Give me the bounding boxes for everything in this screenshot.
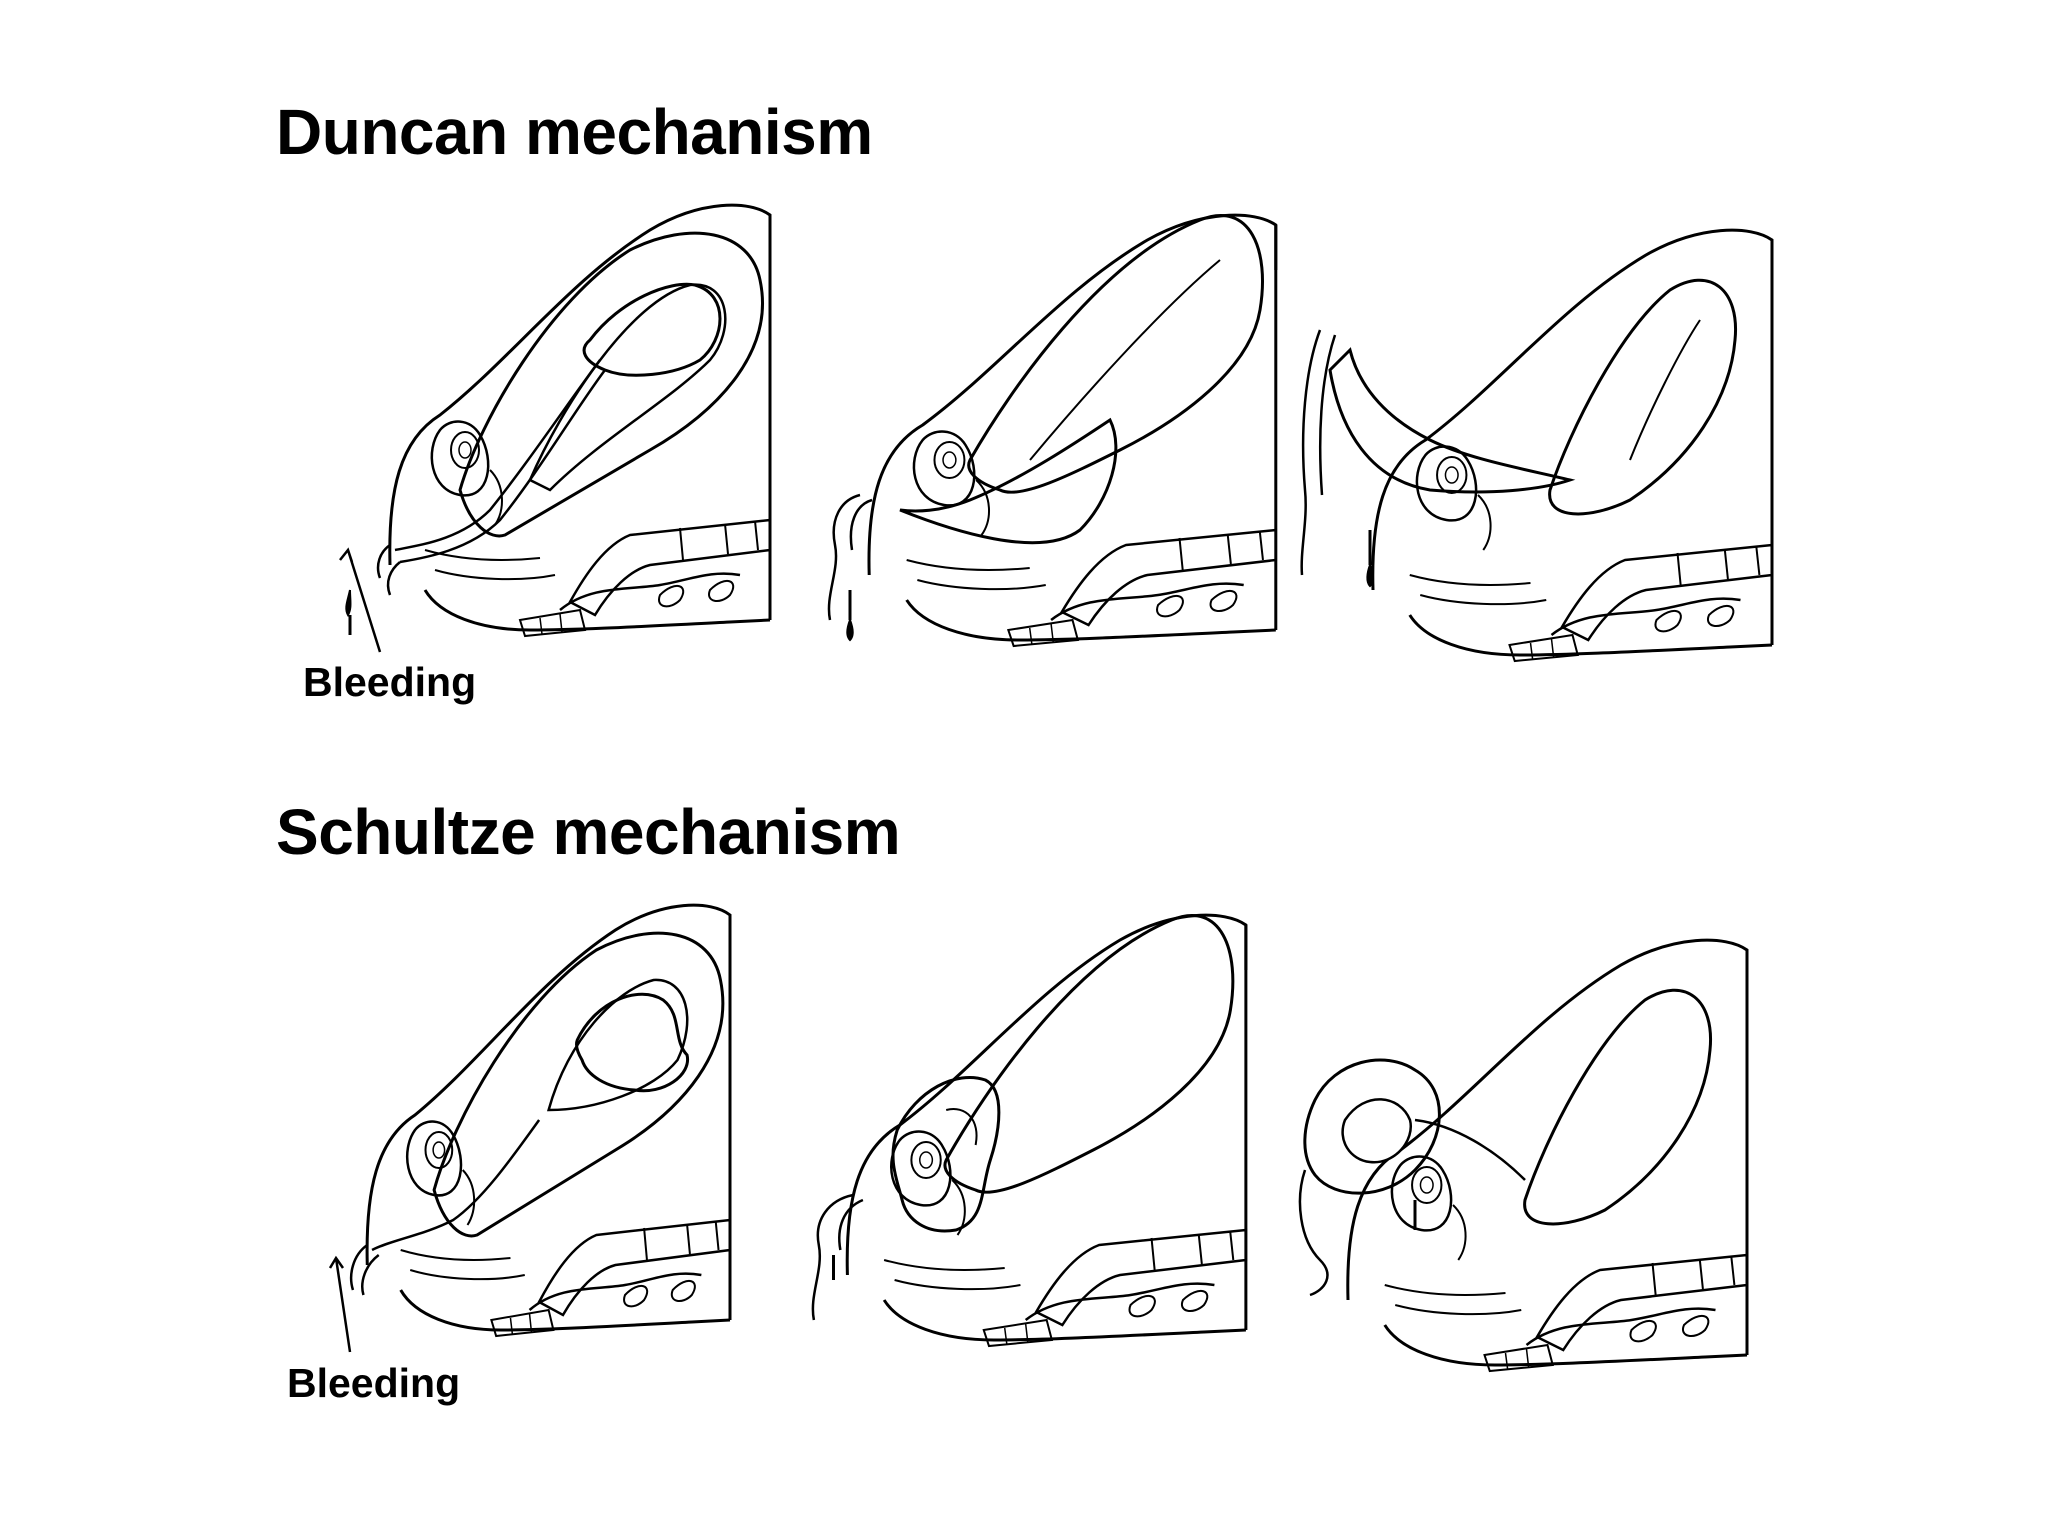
- duncan-stage-1: [330, 190, 772, 650]
- duncan-title: Duncan mechanism: [276, 96, 873, 168]
- schultze-stage-1: [310, 890, 732, 1350]
- schultze-bleeding-label: Bleeding: [287, 1360, 461, 1406]
- duncan-bleeding-label: Bleeding: [303, 659, 477, 705]
- schultze-stage-2: [760, 900, 1250, 1350]
- schultze-stage-3: [1265, 938, 1749, 1373]
- duncan-stage-2: [780, 200, 1280, 650]
- duncan-stage-3: [1290, 228, 1774, 663]
- schultze-title: Schultze mechanism: [276, 796, 901, 868]
